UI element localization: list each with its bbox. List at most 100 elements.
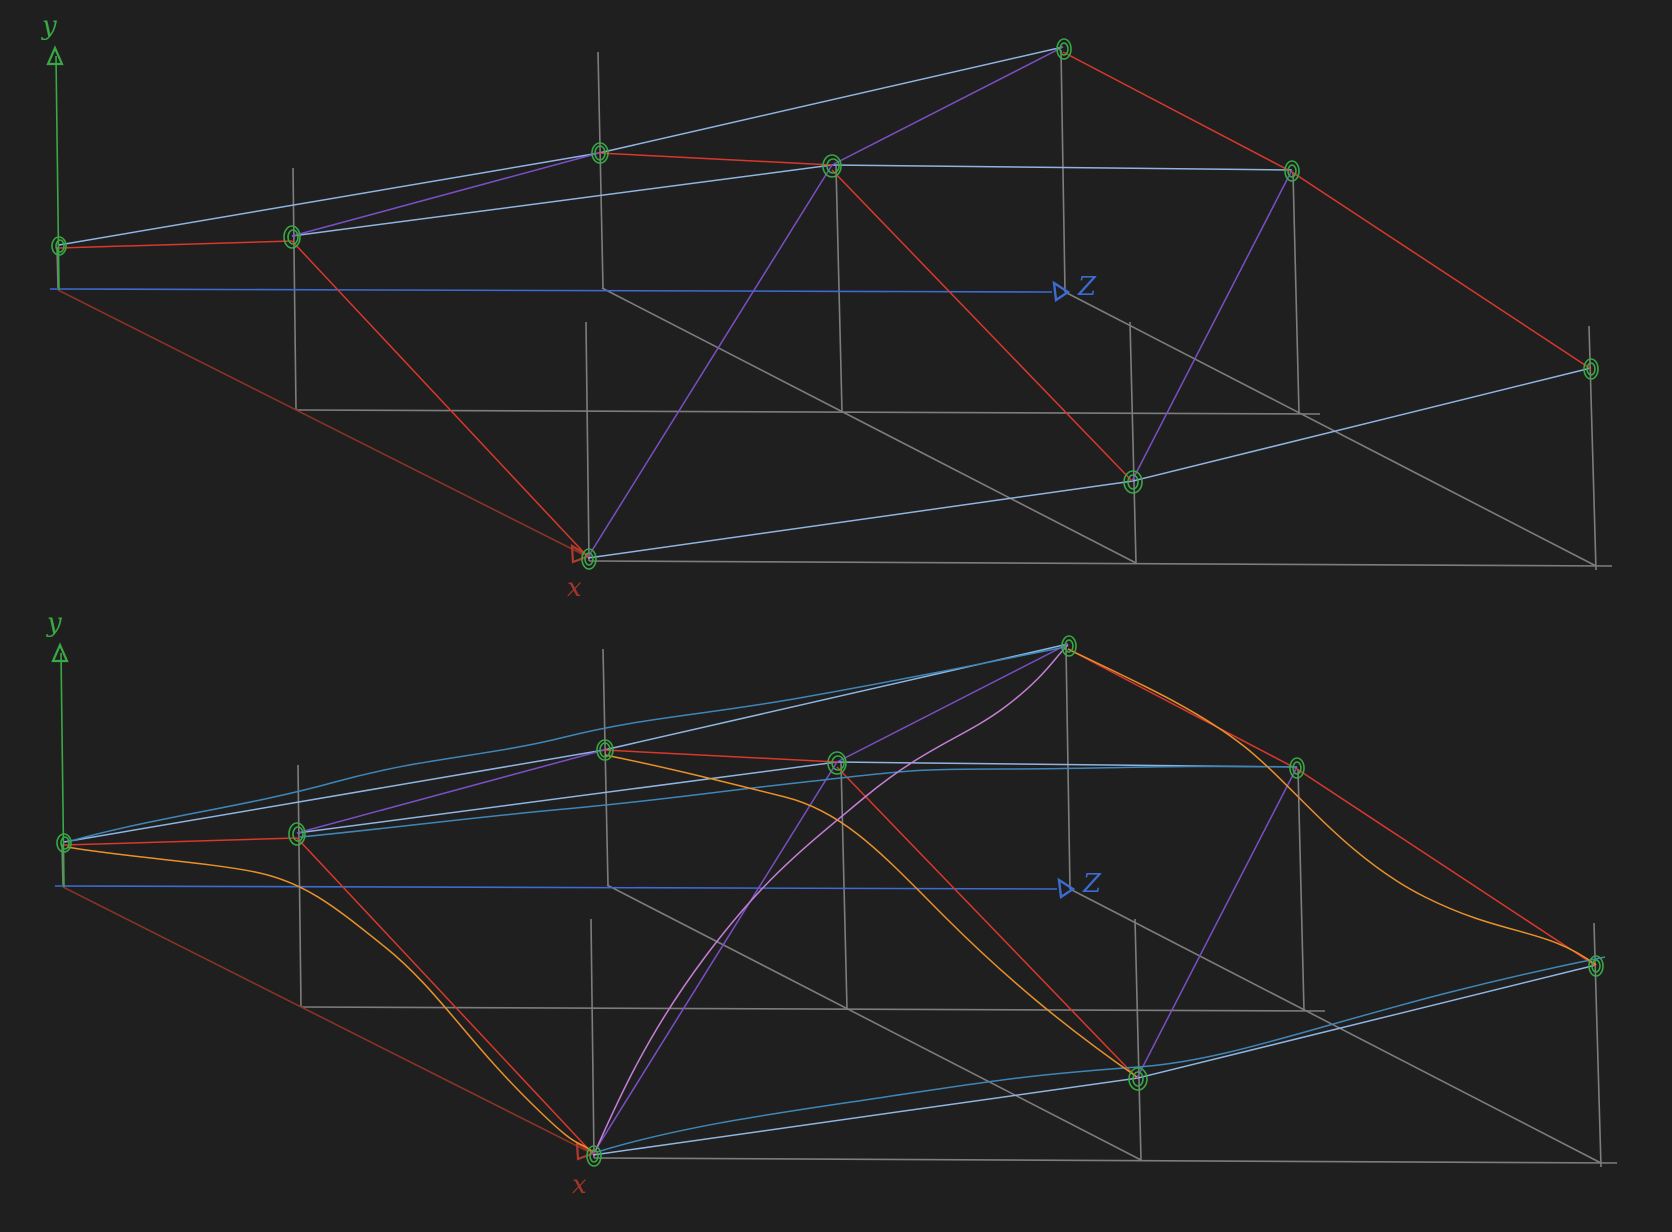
edge-blue	[1132, 367, 1592, 482]
grid-line	[606, 884, 1142, 1161]
x-axis-arrow-icon	[575, 1141, 597, 1161]
node-circle-icon	[581, 548, 597, 570]
grid-line	[56, 246, 59, 289]
node-circle-icon	[1588, 955, 1604, 977]
x-axis-label: x	[572, 1170, 587, 1200]
wavy-trace-orange	[1067, 648, 1597, 966]
wavy-trace-blue	[66, 646, 1066, 843]
edge-blue	[831, 164, 1293, 171]
edge-red	[1067, 648, 1298, 770]
truss-edges	[58, 46, 1592, 559]
z-axis-label: Z	[1077, 272, 1097, 302]
grid-line	[585, 321, 590, 562]
y-axis-arrow-icon	[46, 45, 64, 66]
edge-red	[1291, 171, 1592, 370]
node-circle-icon	[822, 154, 842, 178]
z-axis-label: Z	[1082, 869, 1102, 899]
node-circle-icon	[1123, 470, 1143, 494]
grid-line	[1060, 49, 1066, 293]
grid-line	[1069, 888, 1602, 1164]
edge-purple	[836, 643, 1069, 763]
edge-blue	[63, 749, 605, 843]
edge-purple	[291, 152, 600, 237]
node-circle-icon	[591, 142, 609, 164]
truss-nodes	[51, 38, 1599, 570]
wavy-trace-orange	[604, 754, 1138, 1078]
node-circle-icon	[1289, 757, 1305, 779]
grid-line	[593, 1157, 1618, 1164]
grid-line	[300, 1006, 1326, 1012]
bottom-view: Z x y	[46, 608, 1618, 1200]
grid-line	[61, 843, 64, 886]
x-axis-arrow-icon	[570, 544, 592, 564]
node-circle-icon	[1128, 1067, 1148, 1091]
top-view: Z x y	[41, 11, 1613, 603]
x-axis	[57, 289, 585, 556]
grid-line	[590, 918, 595, 1159]
x-axis-label: x	[567, 573, 582, 603]
edge-red	[831, 169, 1133, 482]
edge-blue	[58, 152, 600, 246]
edge-blue	[291, 164, 833, 237]
wavy-traces	[66, 644, 1606, 1153]
wavy-trace-orange	[66, 846, 594, 1153]
y-axis-label: y	[41, 11, 57, 41]
grid-line	[295, 409, 1321, 415]
edge-purple	[1136, 766, 1298, 1079]
grid-line	[601, 287, 1137, 564]
y-axis-arrow-icon	[51, 642, 69, 663]
wavy-trace-blue	[299, 765, 1298, 838]
node-circle-icon	[827, 751, 847, 775]
grid-line	[1064, 291, 1597, 567]
node-circle-icon	[1061, 635, 1077, 657]
edge-blue	[598, 46, 1064, 154]
z-axis	[49, 288, 1053, 293]
grid-line	[840, 762, 848, 1010]
node-circle-icon	[1583, 358, 1599, 380]
grid-line	[1297, 768, 1305, 1012]
grid-lines	[61, 646, 1618, 1168]
z-axis-arrow-icon	[1057, 877, 1076, 900]
node-circle-icon	[51, 236, 67, 256]
grid-line	[602, 648, 609, 886]
wavy-trace-blue	[596, 956, 1606, 1153]
wavy-trace-pink	[594, 644, 1069, 1153]
grid-line	[1129, 321, 1137, 564]
y-axis-label: y	[46, 608, 62, 638]
edge-blue	[587, 480, 1134, 559]
edge-purple	[1131, 169, 1293, 482]
grid-line	[597, 51, 604, 289]
grid-line	[1292, 171, 1300, 415]
grid-line	[1134, 918, 1142, 1161]
z-axis	[54, 885, 1058, 890]
grid-lines	[56, 49, 1613, 571]
truss-nodes	[56, 635, 1604, 1167]
node-circle-icon	[1056, 38, 1072, 60]
x-axis	[62, 886, 590, 1153]
edge-red	[836, 766, 1138, 1079]
edge-red	[1296, 768, 1597, 967]
edge-purple	[592, 761, 838, 1155]
edge-red	[296, 837, 594, 1155]
node-circle-icon	[596, 739, 614, 761]
edge-purple	[587, 164, 833, 558]
node-circle-icon	[56, 833, 72, 853]
edge-red	[63, 837, 298, 846]
node-circle-icon	[288, 822, 306, 846]
edge-red	[291, 240, 589, 558]
edge-purple	[831, 46, 1064, 166]
node-circle-icon	[283, 225, 301, 249]
edge-red	[58, 240, 293, 249]
edge-blue	[296, 761, 838, 834]
edge-red	[1062, 51, 1293, 173]
edge-red	[598, 152, 833, 166]
edge-blue	[592, 1077, 1139, 1156]
edge-purple	[296, 749, 605, 834]
z-axis-arrow-icon	[1052, 280, 1071, 303]
node-circle-icon	[1284, 160, 1300, 182]
node-circle-icon	[586, 1145, 602, 1167]
edge-blue	[1137, 964, 1597, 1079]
